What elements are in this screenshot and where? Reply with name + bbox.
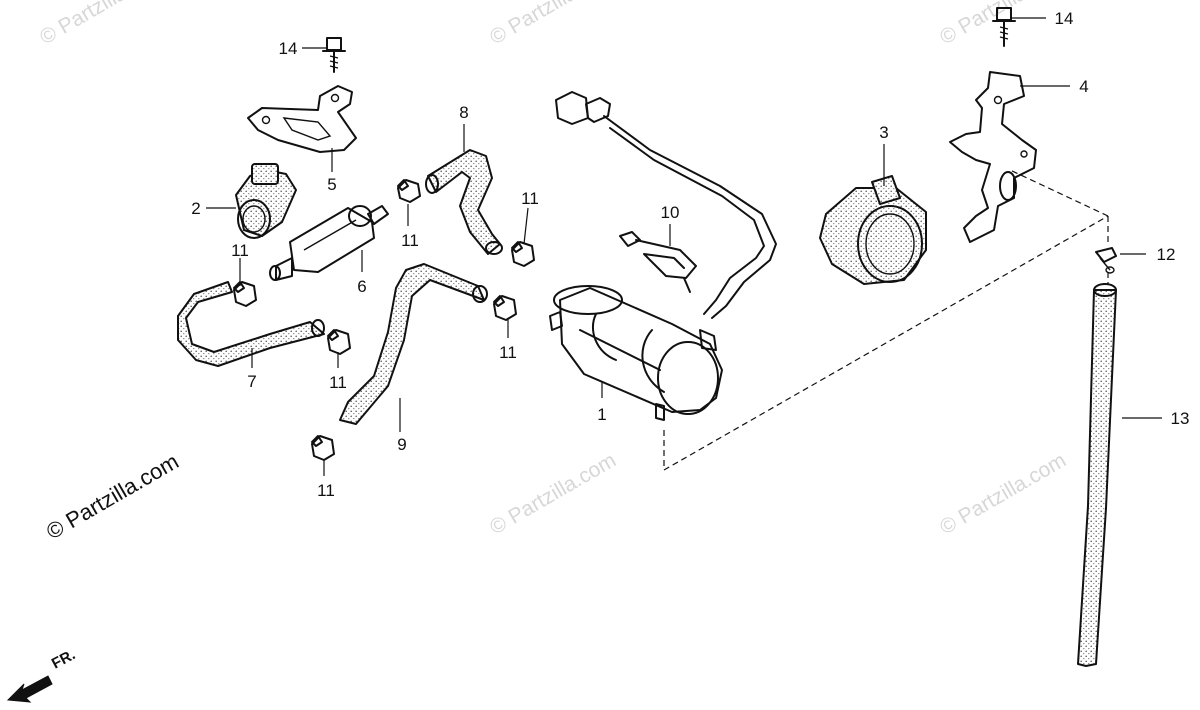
copyright-text: © Partzilla.com <box>42 449 183 545</box>
callout-6[interactable]: 6 <box>357 277 366 296</box>
callout-11-a[interactable]: 11 <box>401 231 419 250</box>
front-label: FR. <box>49 646 78 672</box>
callout-8[interactable]: 8 <box>459 103 468 122</box>
callout-11-e[interactable]: 11 <box>499 343 517 362</box>
watermark-5: © Partzilla.com <box>936 449 1070 540</box>
clamp-11-f <box>311 435 335 461</box>
wire-clip-10 <box>619 231 697 293</box>
watermark-1: © Partzilla.com <box>36 0 170 49</box>
callout-11-b[interactable]: 11 <box>521 189 539 208</box>
callout-11-d[interactable]: 11 <box>329 373 347 392</box>
front-direction-indicator: FR. <box>6 646 78 703</box>
bolt-left <box>322 37 346 73</box>
callout-10[interactable]: 10 <box>661 203 680 222</box>
hose-7 <box>177 281 325 367</box>
callout-2[interactable]: 2 <box>191 199 200 218</box>
callout-4[interactable]: 4 <box>1079 77 1088 96</box>
callout-11-c[interactable]: 11 <box>231 241 249 260</box>
callout-7[interactable]: 7 <box>247 372 256 391</box>
hose-8 <box>427 149 501 255</box>
connector-wire-harness <box>555 91 777 319</box>
callout-11-f[interactable]: 11 <box>317 481 335 500</box>
damper-rubber-3 <box>819 175 927 285</box>
callout-1[interactable]: 1 <box>597 405 606 424</box>
fuel-pump-1 <box>549 285 723 421</box>
callout-3[interactable]: 3 <box>879 123 888 142</box>
callout-labels: 1 2 3 4 5 6 7 8 9 10 11 11 11 11 11 11 1… <box>191 9 1189 500</box>
callout-9[interactable]: 9 <box>397 435 406 454</box>
fuel-filter-6 <box>269 205 389 281</box>
callout-5[interactable]: 5 <box>327 175 336 194</box>
callout-14-a[interactable]: 14 <box>279 39 298 58</box>
watermark-2: © Partzilla.com <box>486 0 620 49</box>
hose-13 <box>1077 283 1117 667</box>
watermark-4: © Partzilla.com <box>486 449 620 540</box>
watermarks: © Partzilla.com © Partzilla.com © Partzi… <box>36 0 1070 539</box>
bracket-5 <box>247 85 357 153</box>
bracket-4 <box>949 71 1037 243</box>
clip-12 <box>1095 247 1117 274</box>
callout-12[interactable]: 12 <box>1157 245 1176 264</box>
mount-rubber-2 <box>235 163 297 239</box>
callout-14-b[interactable]: 14 <box>1055 9 1074 28</box>
clamp-11-c <box>233 281 257 307</box>
front-arrow-icon <box>6 675 53 703</box>
clamp-11-d <box>327 329 351 355</box>
clamp-11-b <box>511 241 535 267</box>
leader-lines <box>206 17 1162 476</box>
callout-13[interactable]: 13 <box>1171 409 1190 428</box>
bolt-right <box>992 7 1016 47</box>
clamp-11-a <box>397 179 421 203</box>
hose-9 <box>339 263 485 425</box>
clamp-11-e <box>493 295 517 321</box>
assembly-lines <box>663 169 1109 471</box>
